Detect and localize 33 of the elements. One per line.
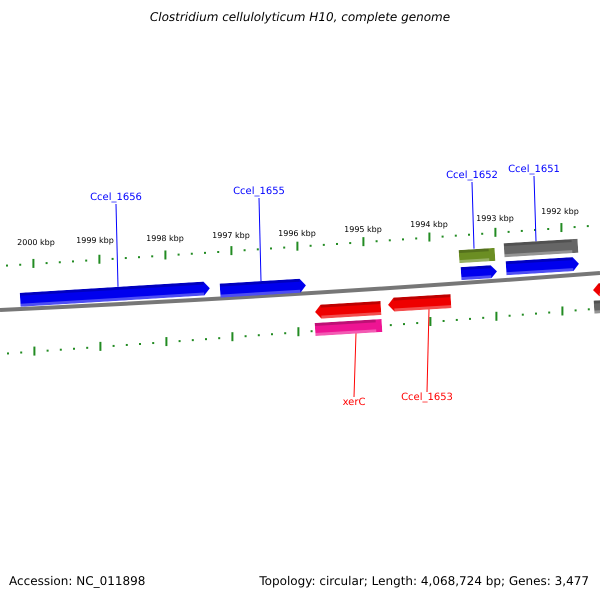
footer-text: Topology: circular; Length: 4,068,724 bp; Genes: 3,477 bbox=[259, 574, 589, 588]
gene-feature bbox=[388, 294, 452, 312]
gene-feature bbox=[314, 301, 382, 319]
gene-track-block bbox=[458, 247, 496, 263]
footer-text: Accession: NC_011898 bbox=[9, 574, 146, 588]
scale-label: 1999 kbp bbox=[76, 236, 114, 245]
leader-line bbox=[426, 308, 430, 392]
gene-feature bbox=[460, 264, 498, 280]
leader-line bbox=[534, 176, 536, 242]
gene-feature bbox=[506, 256, 580, 276]
scale-label: 1998 kbp bbox=[146, 234, 184, 243]
gene-label: xerC bbox=[342, 397, 366, 409]
gene-track-block bbox=[504, 238, 578, 258]
gene-feature bbox=[20, 281, 210, 307]
gene-feature bbox=[220, 278, 306, 298]
gene-label: Ccel_1656 bbox=[90, 192, 142, 204]
gene-label: Ccel_1655 bbox=[233, 186, 285, 198]
leader-line bbox=[258, 198, 262, 282]
gene-label: Ccel_1653 bbox=[401, 392, 453, 404]
scale-label: 1997 kbp bbox=[212, 231, 250, 240]
scale-label: 2000 kbp bbox=[17, 238, 55, 247]
leader-line bbox=[472, 182, 474, 250]
scale-label: 1994 kbp bbox=[410, 220, 448, 229]
leader-line bbox=[116, 204, 118, 288]
title: Clostridium cellulolyticum H10, complete genome bbox=[148, 10, 452, 24]
gene-label: Ccel_1652 bbox=[446, 170, 498, 182]
gene-label: Ccel_1651 bbox=[508, 164, 560, 176]
leader-line bbox=[354, 332, 356, 398]
scale-label: 1992 kbp bbox=[541, 207, 579, 216]
gene-track-block bbox=[314, 318, 382, 336]
scale-label: 1996 kbp bbox=[278, 229, 316, 238]
scale-label: 1993 kbp bbox=[476, 214, 514, 223]
scale-label: 1995 kbp bbox=[344, 225, 382, 234]
